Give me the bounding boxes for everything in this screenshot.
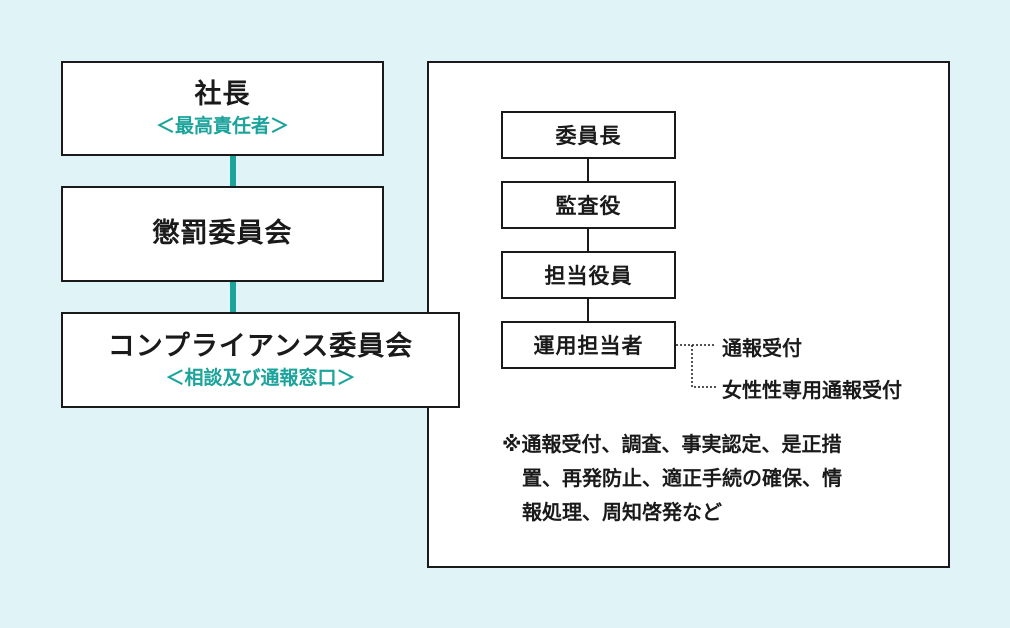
duties-note-line: 報処理、周知啓発など xyxy=(522,500,722,524)
role-box-operator: 運用担当者 xyxy=(501,321,676,369)
president-title: 社長 xyxy=(194,79,251,111)
duties-note-line: ※通報受付、調査、事実認定、是正措 xyxy=(502,432,842,456)
role-label-auditor: 監査役 xyxy=(555,194,622,218)
president-box: 社長 ＜最高責任者＞ xyxy=(61,61,384,156)
president-subtitle: ＜最高責任者＞ xyxy=(155,115,289,138)
disciplinary-committee-box: 懲罰委員会 xyxy=(61,186,384,282)
role-box-officer: 担当役員 xyxy=(501,251,676,299)
connector-chair-auditor xyxy=(587,157,589,181)
connector-president-disciplinary xyxy=(230,154,236,188)
role-label-operator: 運用担当者 xyxy=(533,334,644,358)
branch-label-women-report-intake: 女性性専用通報受付 xyxy=(722,378,902,402)
disciplinary-committee-title: 懲罰委員会 xyxy=(152,218,293,250)
connector-officer-operator xyxy=(587,299,589,321)
branch-label-report-intake: 通報受付 xyxy=(722,336,802,360)
duties-note: ※通報受付、調査、事実認定、是正措 置、再発防止、適正手続の確保、情 報処理、周… xyxy=(502,427,922,529)
role-box-chairperson: 委員長 xyxy=(501,111,676,159)
connector-disciplinary-compliance xyxy=(230,280,236,314)
compliance-committee-title: コンプライアンス委員会 xyxy=(107,330,414,362)
role-box-auditor: 監査役 xyxy=(501,181,676,229)
role-label-officer: 担当役員 xyxy=(544,264,633,288)
role-label-chairperson: 委員長 xyxy=(555,124,622,148)
compliance-committee-subtitle: ＜相談及び通報窓口＞ xyxy=(165,366,356,389)
connector-auditor-officer xyxy=(587,228,589,252)
duties-note-line: 置、再発防止、適正手続の確保、情 xyxy=(522,466,842,490)
compliance-committee-box: コンプライアンス委員会 ＜相談及び通報窓口＞ xyxy=(61,312,460,408)
